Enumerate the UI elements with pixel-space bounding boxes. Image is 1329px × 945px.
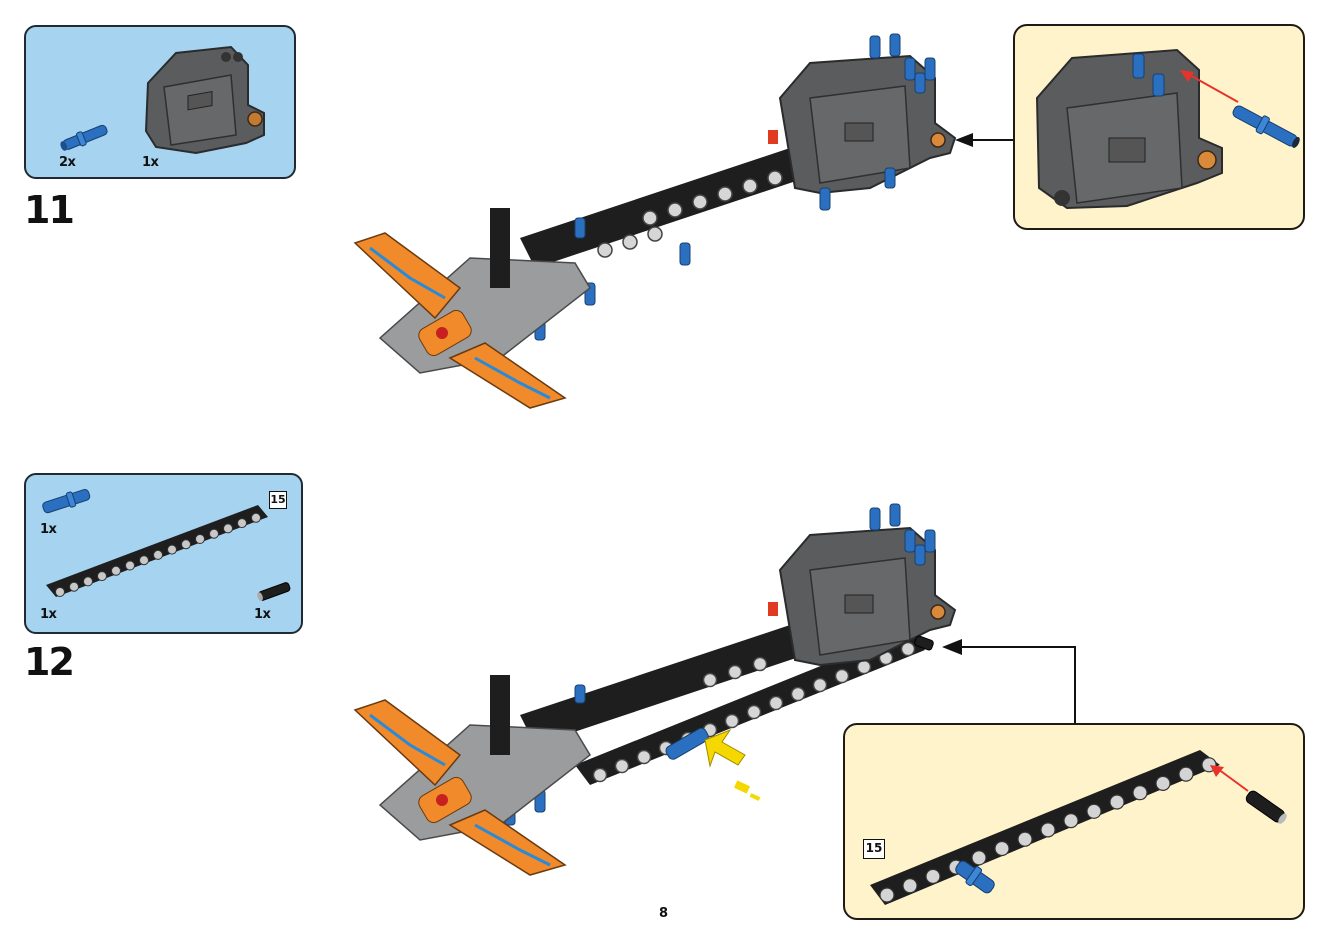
- insertion-arrow-icon: [1180, 70, 1239, 103]
- step-11-callout-pointer-arrow: [955, 133, 1015, 147]
- page-number: 8: [659, 906, 669, 921]
- insertion-arrow-icon: [1210, 765, 1249, 792]
- part-qty: 1x: [40, 522, 57, 537]
- step-12-assembly-illustration: [353, 503, 957, 876]
- beam-length-badge: 15: [863, 839, 885, 859]
- step-12-callout: 15: [843, 723, 1305, 920]
- step-11-callout: [1013, 24, 1305, 230]
- part-qty: 2x: [59, 155, 76, 170]
- blue-pin-icon: [1132, 53, 1165, 97]
- step-number: 11: [24, 188, 75, 232]
- blue-pin-icon: [42, 488, 91, 514]
- part-qty: 1x: [254, 607, 271, 622]
- beam-length-badge: 15: [269, 491, 287, 509]
- step-number: 12: [24, 640, 75, 684]
- blue-pin-icon: [1232, 105, 1300, 148]
- motor-icon: [144, 45, 265, 155]
- part-qty: 1x: [142, 155, 159, 170]
- black-beam-15-icon: [870, 750, 1220, 905]
- motor-icon: [1035, 48, 1223, 210]
- black-pin-icon: [1245, 790, 1287, 824]
- blue-pin-icon: [955, 860, 995, 894]
- step-11-assembly-illustration: [353, 33, 957, 409]
- step-12-callout-pointer-arrow: [942, 639, 1076, 725]
- step-12-parts-list: 1x 15 1x 1x: [24, 473, 303, 634]
- step-11-parts-list: 2x 1x: [24, 25, 296, 179]
- blue-pin-icon: [60, 124, 108, 151]
- part-qty: 1x: [40, 607, 57, 622]
- black-pin-icon: [257, 582, 291, 601]
- black-beam-15-icon: [46, 505, 268, 597]
